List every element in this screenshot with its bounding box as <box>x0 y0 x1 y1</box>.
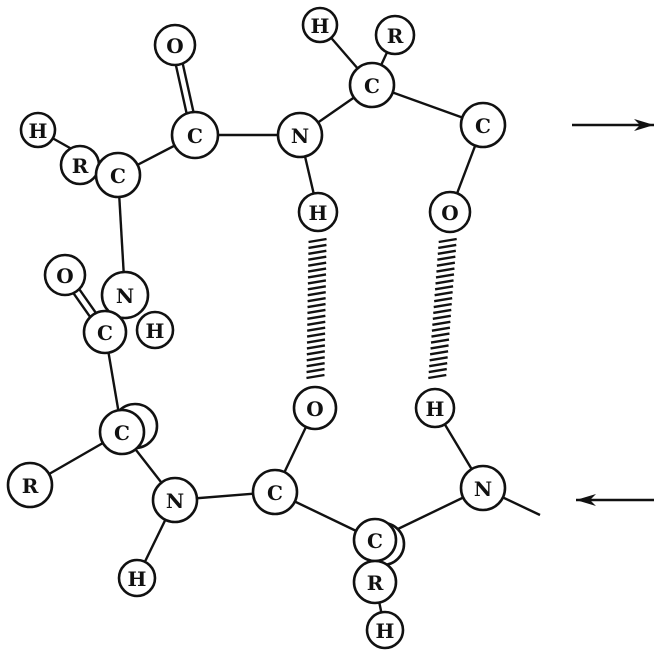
right-arrow-icon <box>572 119 654 131</box>
atom-label: O <box>166 34 183 58</box>
atom-h: H <box>414 387 456 429</box>
atom-c: C <box>82 309 128 355</box>
atom-label: H <box>146 319 165 343</box>
atom-n: N <box>100 270 150 320</box>
atom-r: R <box>374 14 416 56</box>
atom-h: H <box>135 310 175 350</box>
atom-r: R <box>352 559 398 605</box>
atom-label: O <box>56 264 73 288</box>
atom-label: C <box>364 74 380 98</box>
atom-label: N <box>474 477 492 501</box>
atom-label: R <box>367 571 384 595</box>
atom-o: O <box>153 23 197 67</box>
atom-label: N <box>291 124 309 148</box>
atom-c: C <box>348 61 396 109</box>
atom-label: C <box>114 421 130 445</box>
atom-label: C <box>475 114 491 138</box>
atom-o: O <box>428 190 472 234</box>
atom-c: C <box>459 101 507 149</box>
hydrogen-bond <box>306 237 327 380</box>
atom-r: R <box>6 461 54 509</box>
atom-label: H <box>309 201 328 225</box>
hydrogen-bonds <box>306 237 457 380</box>
atom-label: C <box>110 164 126 188</box>
atom-label: H <box>29 119 48 143</box>
atom-c: C <box>94 151 142 199</box>
arrows <box>572 119 654 506</box>
atom-label: N <box>166 489 184 513</box>
atom-label: R <box>22 474 39 498</box>
atom-c: C <box>251 468 299 516</box>
atom-o: O <box>292 385 338 431</box>
atom-label: R <box>72 154 89 178</box>
atom-c: C <box>170 110 220 160</box>
atom-label: C <box>97 321 113 345</box>
atom-label: C <box>187 124 203 148</box>
hydrogen-bond <box>428 237 457 380</box>
atom-label: O <box>441 201 458 225</box>
atom-r: R <box>59 144 101 186</box>
atom-label: H <box>426 397 445 421</box>
atom-label: C <box>267 481 283 505</box>
atom-label: C <box>367 529 383 553</box>
atom-label: O <box>306 397 323 421</box>
atom-h: H <box>297 191 339 233</box>
atom-label: H <box>376 619 395 643</box>
atom-label: H <box>128 567 147 591</box>
atom-n: N <box>276 111 324 159</box>
atom-n: N <box>459 464 507 512</box>
atom-h: H <box>365 610 405 650</box>
atom-h: H <box>301 6 339 44</box>
atom-h: H <box>19 111 57 149</box>
atom-o: O <box>43 253 87 297</box>
left-arrow-icon <box>576 494 654 506</box>
atom-label: H <box>311 14 330 38</box>
atom-label: R <box>387 24 404 48</box>
atom-n: N <box>151 476 199 524</box>
atom-c: C <box>98 408 146 456</box>
atom-h: H <box>117 558 157 598</box>
atom-label: N <box>116 284 134 308</box>
atom-c: C <box>352 517 398 563</box>
